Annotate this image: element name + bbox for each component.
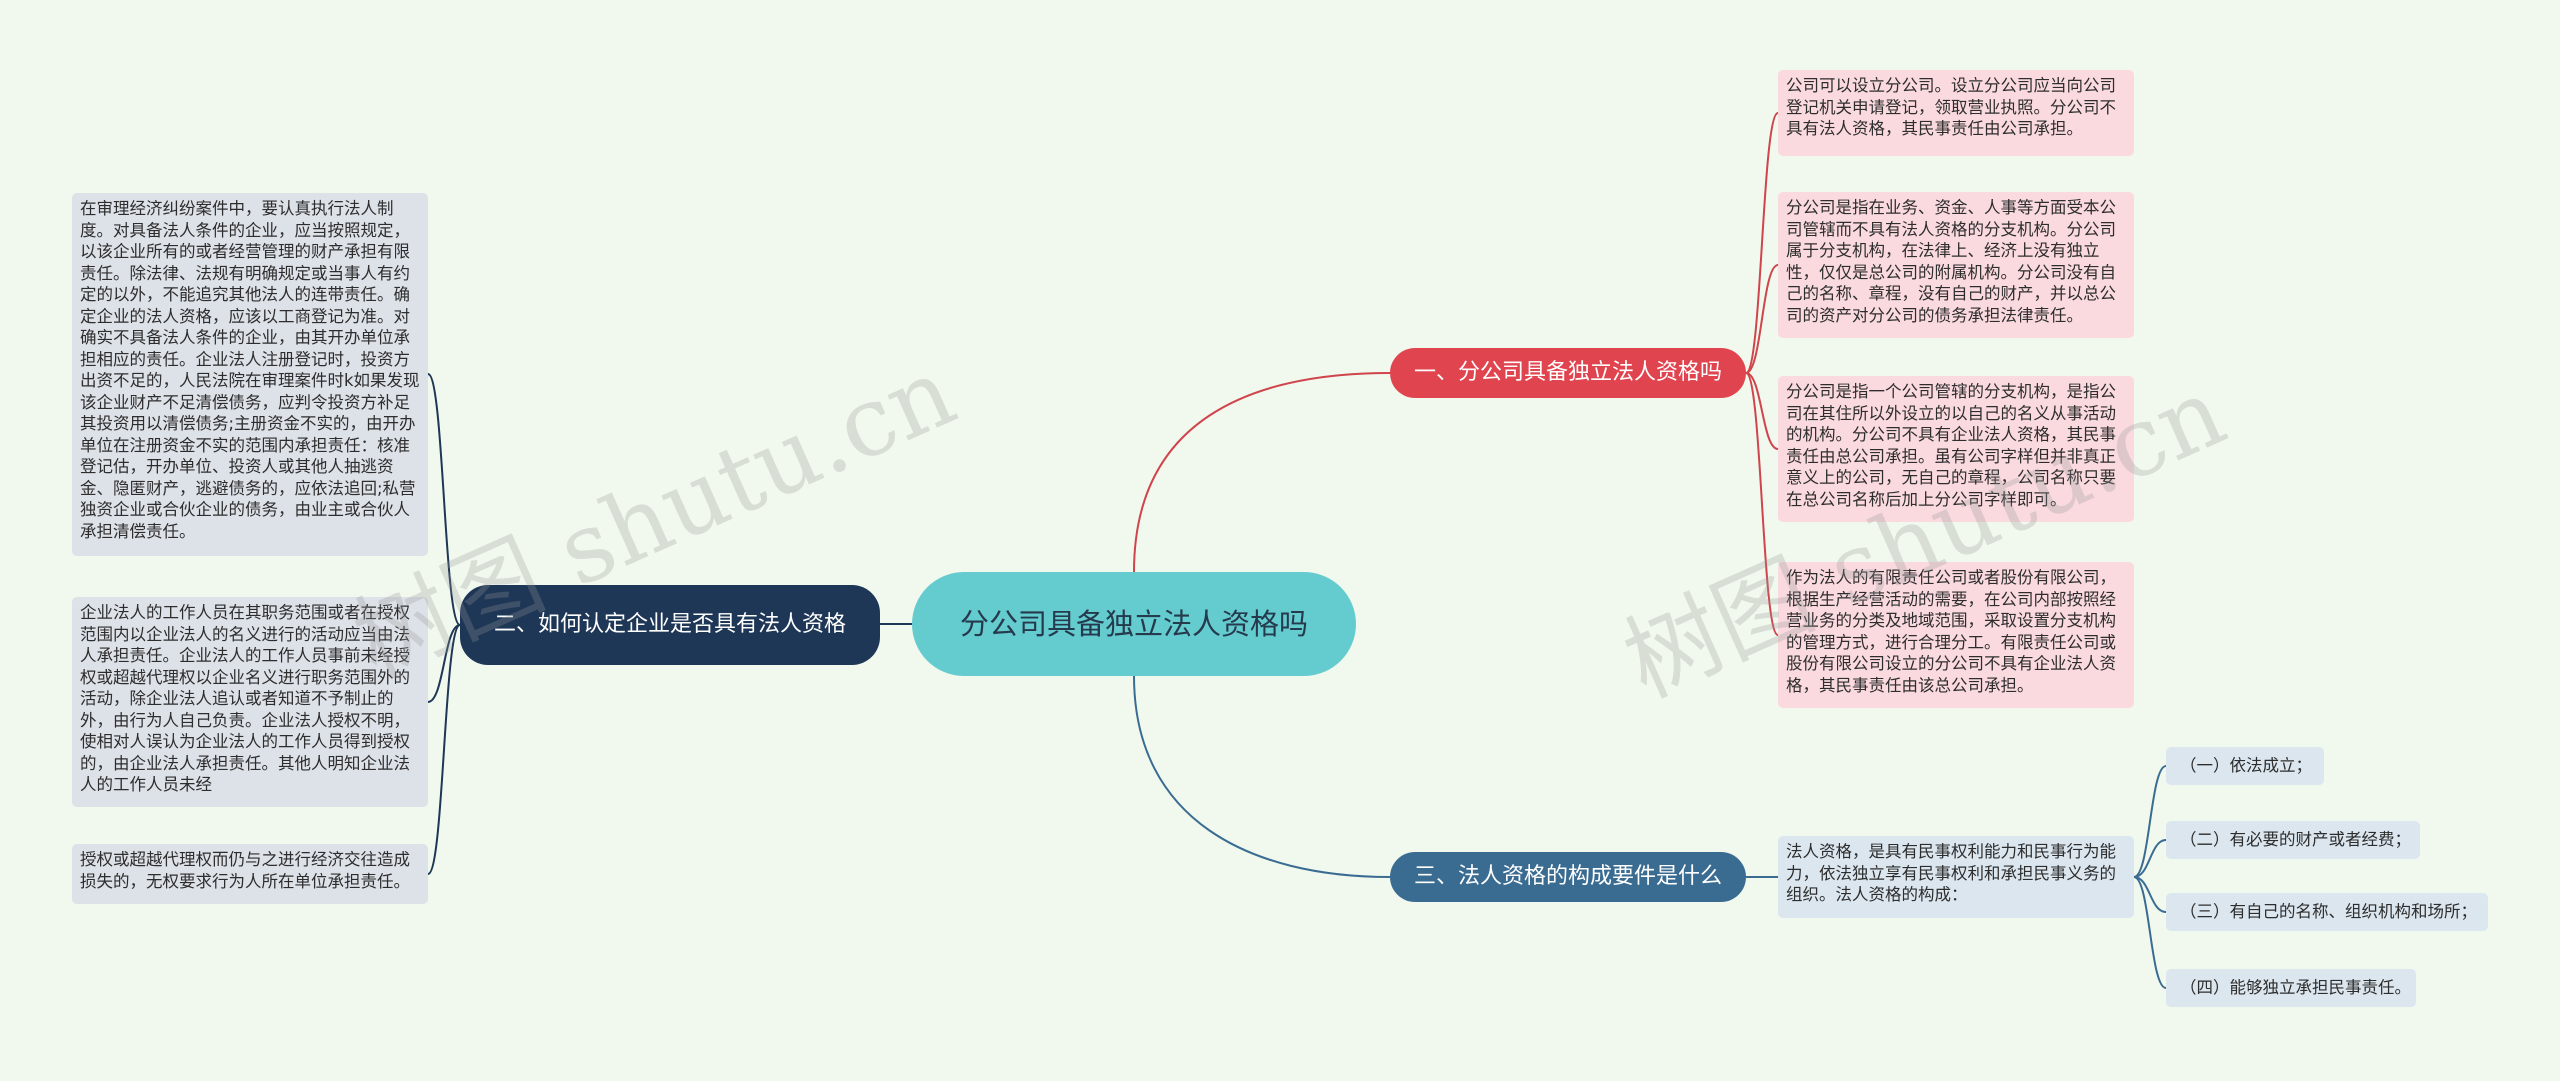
leaf-node-b1-3[interactable]: 分公司是指一个公司管辖的分支机构，是指公司在其住所以外设立的以自己的名义从事活动…	[1778, 376, 2134, 522]
leaf-node-b3-desc[interactable]: 法人资格，是具有民事权利能力和民事行为能力，依法独立享有民事权利和承担民事义务的…	[1778, 836, 2134, 918]
sub-node-b3-3[interactable]: （三）有自己的名称、组织机构和场所；	[2166, 893, 2488, 931]
link-b1-r1	[1745, 112, 1779, 374]
link-r5-s2	[2133, 839, 2167, 878]
link-center-branch1	[1133, 372, 1391, 573]
sub-node-b3-4-label: （四）能够独立承担民事责任。	[2180, 978, 2411, 998]
link-r5-s3	[2133, 876, 2167, 913]
leaf-node-b1-2[interactable]: 分公司是指在业务、资金、人事等方面受本公司管辖而不具有法人资格的分支机构。分公司…	[1778, 192, 2134, 338]
link-r5-s4	[2133, 876, 2167, 989]
branch-node-3[interactable]: 三、法人资格的构成要件是什么	[1390, 852, 1746, 902]
leaf-node-b2-3[interactable]: 授权或超越代理权而仍与之进行经济交往造成损失的，无权要求行为人所在单位承担责任。	[72, 844, 428, 904]
leaf-node-b2-2[interactable]: 企业法人的工作人员在其职务范围或者在授权范围内以企业法人的名义进行的活动应当由法…	[72, 597, 428, 807]
link-b1-r2	[1745, 264, 1779, 374]
leaf-node-b1-4[interactable]: 作为法人的有限责任公司或者股份有限公司，根据生产经营活动的需要，在公司内部按照经…	[1778, 562, 2134, 708]
sub-node-b3-2-label: （二）有必要的财产或者经费；	[2180, 830, 2411, 850]
sub-node-b3-4[interactable]: （四）能够独立承担民事责任。	[2166, 969, 2416, 1007]
sub-node-b3-1[interactable]: （一）依法成立；	[2166, 747, 2324, 785]
link-r5-s1	[2133, 765, 2167, 878]
leaf-node-b1-1[interactable]: 公司可以设立分公司。设立分公司应当向公司登记机关申请登记，领取营业执照。分公司不…	[1778, 70, 2134, 156]
link-b1-r3	[1745, 372, 1779, 450]
link-center-branch3	[1133, 675, 1391, 878]
sub-node-b3-1-label: （一）依法成立；	[2180, 756, 2312, 776]
branch-node-1-label: 一、分公司具备独立法人资格吗	[1414, 360, 1723, 385]
sub-node-b3-3-label: （三）有自己的名称、组织机构和场所；	[2180, 902, 2477, 922]
central-topic[interactable]: 分公司具备独立法人资格吗	[912, 572, 1356, 676]
branch-node-3-label: 三、法人资格的构成要件是什么	[1414, 864, 1723, 889]
leaf-node-b2-1[interactable]: 在审理经济纠纷案件中，要认真执行法人制度。对具备法人条件的企业，应当按照规定，以…	[72, 193, 428, 556]
sub-node-b3-2[interactable]: （二）有必要的财产或者经费；	[2166, 821, 2420, 859]
central-topic-label: 分公司具备独立法人资格吗	[959, 607, 1308, 641]
branch-node-2[interactable]: 二、如何认定企业是否具有法人资格	[460, 585, 880, 665]
branch-node-1[interactable]: 一、分公司具备独立法人资格吗	[1390, 348, 1746, 398]
branch-node-2-label: 二、如何认定企业是否具有法人资格	[494, 612, 847, 637]
